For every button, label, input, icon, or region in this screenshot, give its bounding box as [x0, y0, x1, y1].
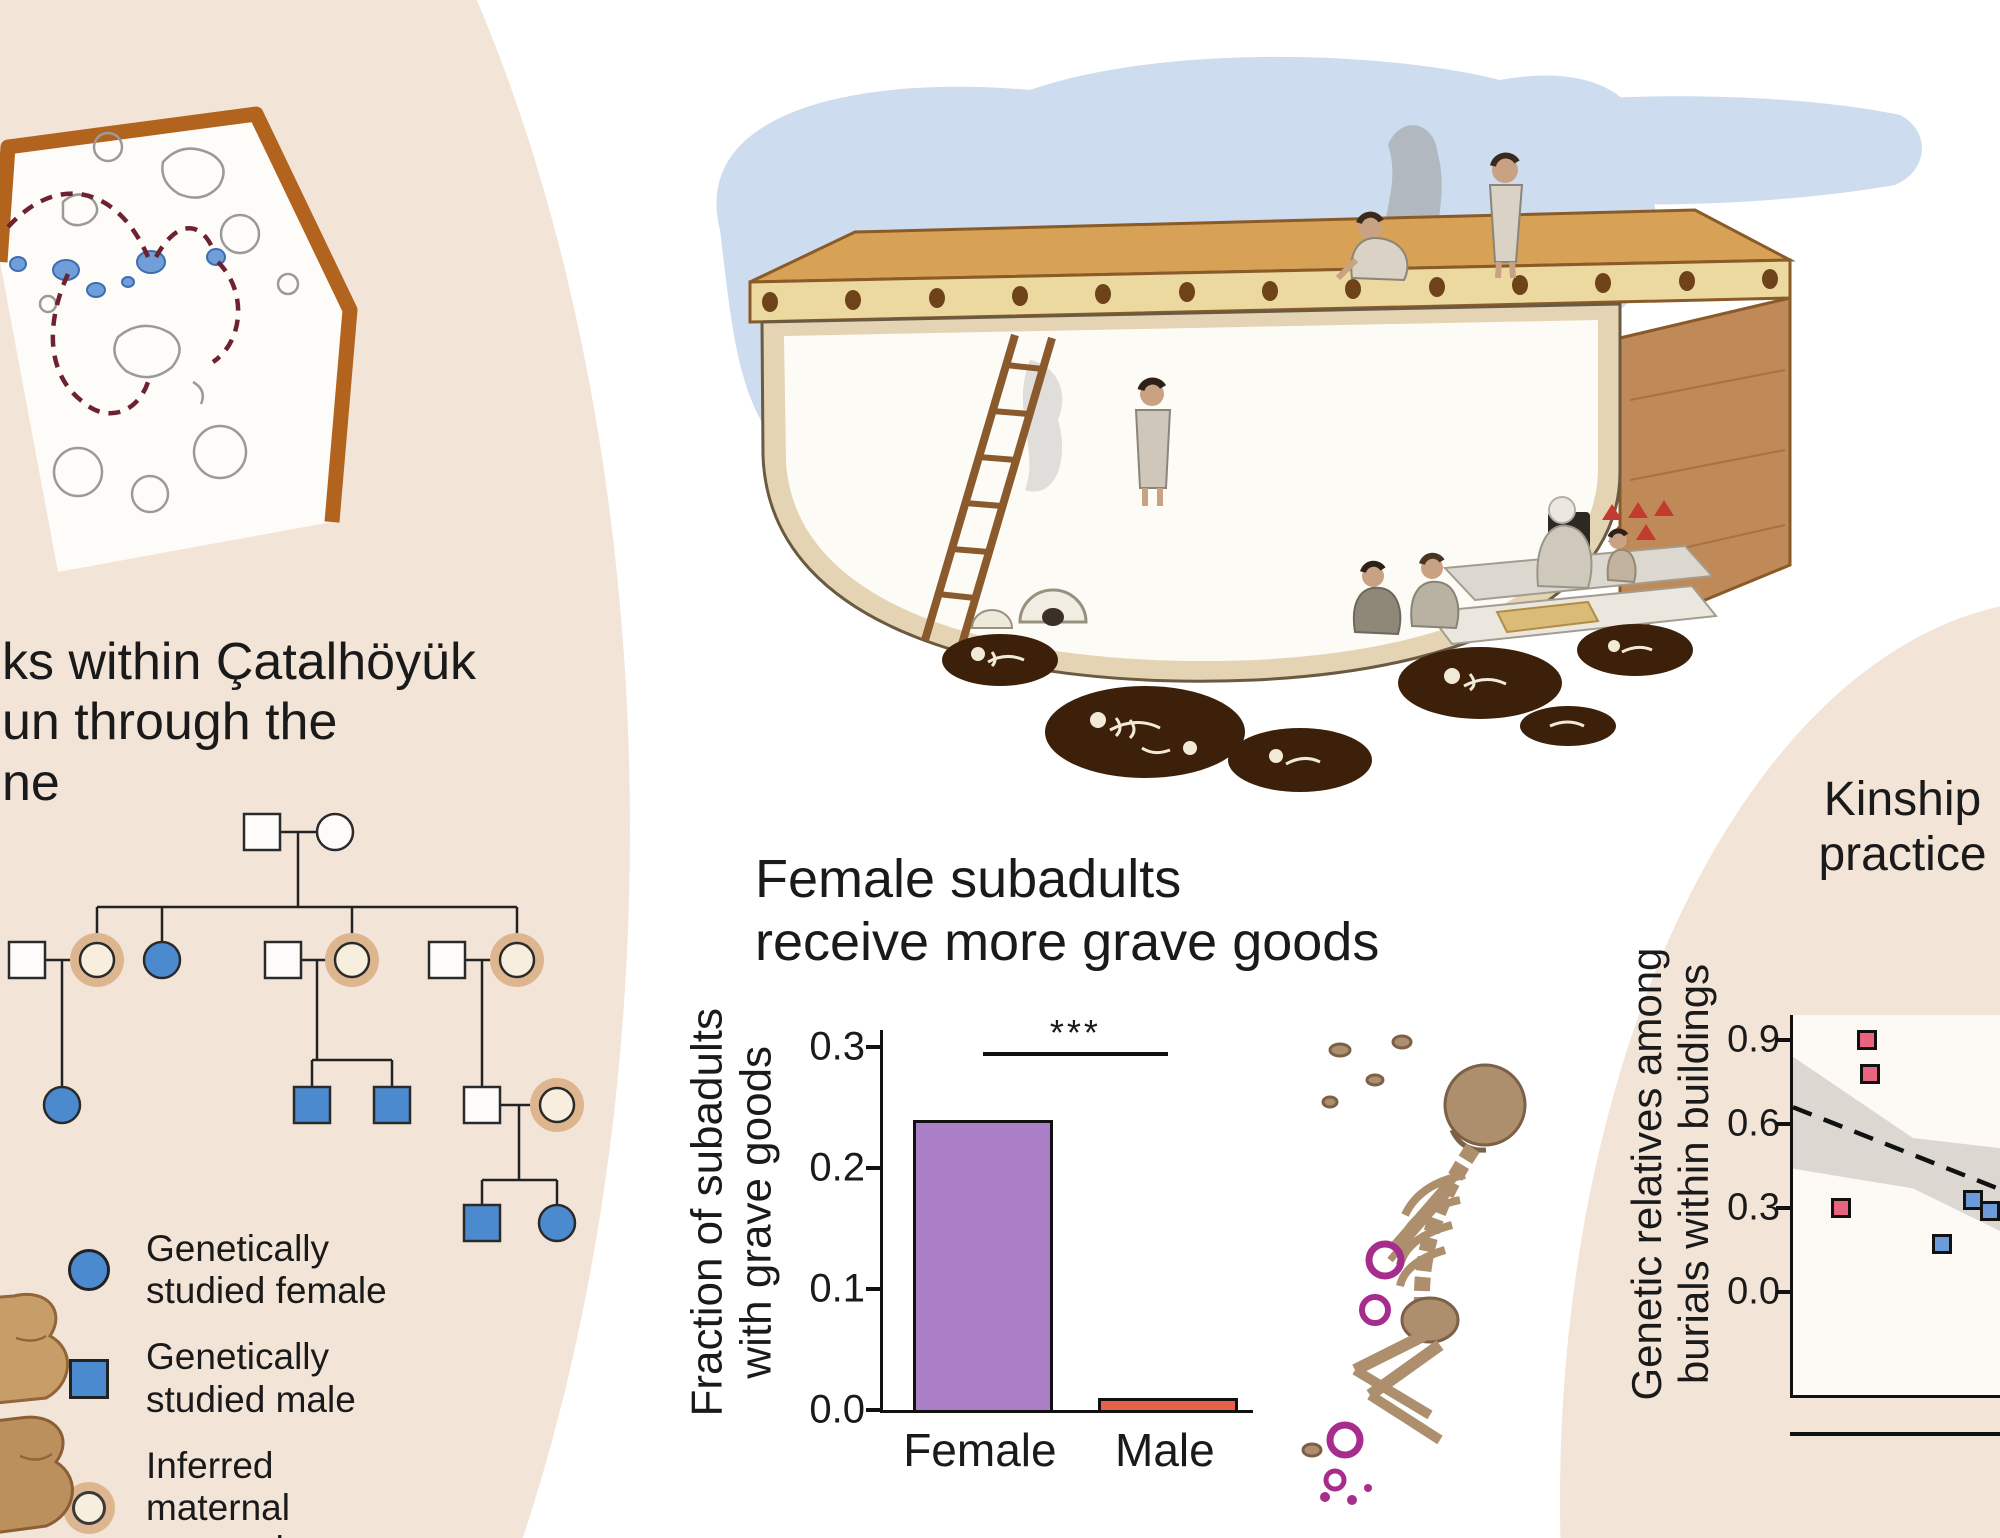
- person-seated-1: [1352, 560, 1402, 636]
- house-illustration: [716, 56, 1922, 792]
- kinship-x-axis-line: [1790, 1432, 2000, 1436]
- female-circle-icon: [68, 1249, 110, 1292]
- confidence-band: [1793, 1056, 2000, 1232]
- grave-goods-y-axis-label: Fraction of subadults with grave goods: [682, 1008, 781, 1417]
- trend-line: [1792, 1105, 2000, 1192]
- pelvis: [1400, 1296, 1460, 1344]
- kinship-panel: Genetic relatives among burials within b…: [1595, 915, 2000, 1538]
- caption-line-1: Female subadults: [755, 849, 1182, 909]
- kinship-plot-area: [1776, 1015, 2000, 1398]
- ytick-label: 0.1: [809, 1266, 865, 1311]
- person-roof-crouching: [1335, 211, 1409, 282]
- grave-goods-x-labels: Female Male: [880, 1423, 1250, 1483]
- ytick-mark: [866, 1287, 880, 1291]
- grave-good-rings: [1323, 1240, 1405, 1492]
- map-border: [0, 106, 358, 523]
- map-connection-paths: [6, 191, 241, 416]
- limb-bones: [1352, 1167, 1464, 1445]
- maternal-circle-symbols: [78, 941, 576, 1124]
- kinship-heading-line-2: practice: [1818, 828, 1987, 882]
- ytick-label: 0.6: [1727, 1102, 1780, 1145]
- data-point-pink-squares: [1859, 1063, 1880, 1084]
- data-point-pink-squares: [1831, 1198, 1851, 1218]
- kinship-ytick-labels: 0.0 0.3 0.6 0.9: [1695, 1015, 1780, 1395]
- person-child: [1606, 528, 1637, 584]
- grave-goods-plot-area: ***: [866, 1012, 1253, 1413]
- kinship-trend-svg: [1792, 1056, 2000, 1232]
- figurine-artifact: [0, 1293, 74, 1534]
- house-interior: [784, 320, 1598, 662]
- ytick-mark: [866, 1045, 880, 1049]
- significance-line: [982, 1052, 1168, 1056]
- burial-skeleton-drawing: [1301, 1034, 1527, 1505]
- legend-item-female: Genetically studied female: [58, 1228, 418, 1312]
- map-feature-outlines: [38, 131, 300, 514]
- ytick-label: 0.3: [809, 1024, 865, 1069]
- pedigree-legend: Genetically studied female Genetically s…: [58, 1228, 418, 1538]
- bar-female: [912, 1119, 1054, 1410]
- data-point-blue-squares: [1963, 1189, 1983, 1210]
- excavation-map: [0, 106, 358, 572]
- left-heading-line-2: un through the: [2, 693, 338, 752]
- roof-beam-ends: [762, 269, 1778, 312]
- person-roof-standing: [1488, 152, 1524, 279]
- spine: [1413, 1143, 1480, 1306]
- ytick-label: 0.9: [1727, 1018, 1780, 1061]
- ytick-label: 0.0: [809, 1387, 865, 1432]
- male-square-icon: [69, 1358, 109, 1399]
- ytick-mark: [1776, 1122, 1790, 1126]
- studied-symbols: [42, 940, 577, 1243]
- person-elder: [1536, 496, 1593, 590]
- ytick-mark: [1776, 1206, 1790, 1210]
- unstudied-symbols: [7, 812, 502, 1125]
- legend-item-male: Genetically studied male: [58, 1336, 418, 1420]
- data-point-blue-squares: [1931, 1234, 1952, 1255]
- left-heading: ks within Çatalhöyük un through the ne: [2, 632, 642, 813]
- woven-mat: [1495, 600, 1600, 634]
- pedigree-chart: [7, 812, 584, 1243]
- subfloor-burials: [942, 624, 1693, 792]
- skeleton-doodles: [971, 640, 1653, 766]
- legend-label: Inferred maternal connections: [146, 1444, 343, 1538]
- map-interior: [0, 114, 350, 572]
- ytick-label: 0.0: [1727, 1270, 1780, 1313]
- oven: [970, 588, 1088, 629]
- grave-goods-chart: Fraction of subadults with grave goods 0…: [660, 985, 1290, 1538]
- kinship-heading-line-1: Kinship: [1823, 773, 1982, 826]
- left-heading-line-1: ks within Çatalhöyük: [2, 633, 476, 691]
- grave-goods-caption: Female subadults receive more grave good…: [755, 848, 1615, 973]
- category-label-female: Female: [903, 1424, 1057, 1476]
- data-point-blue-squares: [1979, 1200, 2000, 1221]
- caption-line-2: receive more grave goods: [755, 911, 1380, 972]
- ladder: [921, 333, 1056, 646]
- data-point-pink-squares: [1857, 1030, 1878, 1050]
- bar-male: [1097, 1397, 1239, 1410]
- left-heading-line-3: ne: [2, 753, 60, 812]
- person-seated-2: [1410, 552, 1460, 630]
- ytick-label: 0.3: [1727, 1186, 1780, 1229]
- ytick-mark: [866, 1166, 880, 1170]
- ytick-mark: [1776, 1290, 1790, 1294]
- person-interior-standing: [1134, 377, 1172, 506]
- grave-goods-ytick-labels: 0.0 0.1 0.2 0.3: [780, 1025, 865, 1432]
- significance-stars: ***: [1049, 1012, 1101, 1053]
- category-label-male: Male: [1115, 1424, 1215, 1476]
- grave-good-beads: [1320, 1484, 1372, 1505]
- ytick-mark: [1776, 1038, 1790, 1042]
- pedigree-lines: [45, 830, 559, 1205]
- legend-label: Genetically studied female: [146, 1228, 387, 1312]
- ytick-mark: [866, 1408, 880, 1412]
- legend-label: Genetically studied male: [146, 1336, 356, 1420]
- ytick-label: 0.2: [809, 1145, 865, 1190]
- legend-item-maternal: Inferred maternal connections: [58, 1445, 418, 1538]
- skull: [1443, 1063, 1527, 1147]
- maternal-halo-icon: [72, 1490, 106, 1525]
- kinship-heading: Kinship practice: [1795, 772, 2000, 882]
- bone-fragments: [1301, 1034, 1413, 1458]
